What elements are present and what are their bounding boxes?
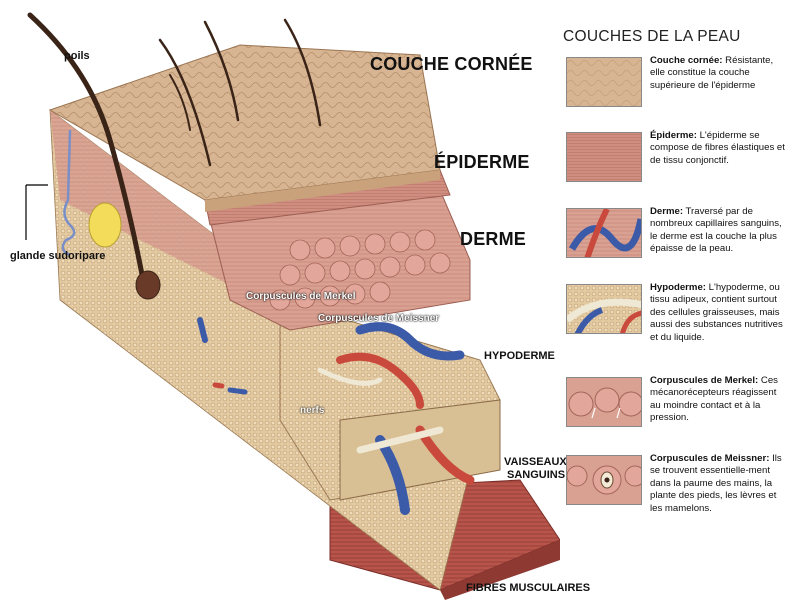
legend-text-epiderme: Épiderme: L'épiderme se compose de fibre… — [650, 130, 785, 166]
legend-item-epiderme: Épiderme: L'épiderme se compose de fibre… — [566, 130, 785, 196]
legend-text-hypoderme: Hypoderme: L'hypoderme, ou tissu adipeux… — [650, 282, 783, 343]
dermal-papillae — [269, 229, 451, 311]
legend-item-derme: Derme: Traversé par de nombreux capillai… — [566, 206, 784, 272]
swatch-epiderme — [566, 132, 642, 182]
label-nerfs: nerfs — [300, 405, 325, 416]
label-glande-sudoripare: glande sudoripare — [10, 250, 106, 262]
hair-bulb — [135, 270, 161, 300]
legend-title: COUCHES DE LA PEAU — [563, 28, 741, 45]
legend-item-corpuscules-meissner: Corpuscules de Meissner: Ils se trouvent… — [566, 453, 784, 519]
sweat-gland — [61, 129, 76, 257]
legend-text-couche-cornee: Couche cornée: Résistante, elle constitu… — [650, 55, 774, 91]
swatch-derme — [566, 208, 642, 258]
label-derme: DERME — [460, 229, 527, 249]
label-corpuscules-merkel: Corpuscules de Merkel — [246, 291, 356, 302]
label-epiderme: ÉPIDERME — [434, 152, 530, 172]
swatch-corpuscules-merkel — [566, 377, 642, 427]
stratum-corneum-front — [205, 170, 440, 212]
swatch-couche-cornee — [566, 57, 642, 107]
label-sanguins: SANGUINS — [507, 469, 566, 481]
legend-item-corpuscules-merkel: Corpuscules de Merkel: Ces mécanorécepte… — [566, 375, 784, 441]
muscle-front-face — [440, 540, 560, 600]
legend-item-couche-cornee: Couche cornée: Résistante, elle constitu… — [566, 55, 784, 121]
swatch-corpuscules-meissner — [566, 455, 642, 505]
label-poils: poils — [64, 50, 90, 62]
label-fibres-musculaires: FIBRES MUSCULAIRES — [466, 582, 591, 594]
leader-lines — [25, 184, 48, 240]
stratum-corneum-top — [48, 44, 441, 201]
label-couche-cornee: COUCHE CORNÉE — [370, 54, 533, 74]
legend-text-corpuscules-meissner: Corpuscules de Meissner: Ils se trouvent… — [650, 453, 782, 514]
legend-text-corpuscules-merkel: Corpuscules de Merkel: Ces mécanorécepte… — [650, 375, 778, 424]
skin-cross-section-diagram — [25, 12, 560, 600]
legend-text-derme: Derme: Traversé par de nombreux capillai… — [650, 206, 782, 255]
blood-vessels — [197, 317, 475, 515]
swatch-hypoderme — [566, 284, 642, 334]
label-corpuscules-meissner: Corpuscules de Meissner — [318, 313, 440, 324]
label-hypoderme: HYPODERME — [484, 350, 555, 362]
sebaceous-gland — [88, 202, 122, 248]
legend-item-hypoderme: Hypoderme: L'hypoderme, ou tissu adipeux… — [566, 282, 784, 348]
hair-shafts — [27, 12, 322, 293]
label-vaisseaux: VAISSEAUX — [504, 456, 567, 468]
